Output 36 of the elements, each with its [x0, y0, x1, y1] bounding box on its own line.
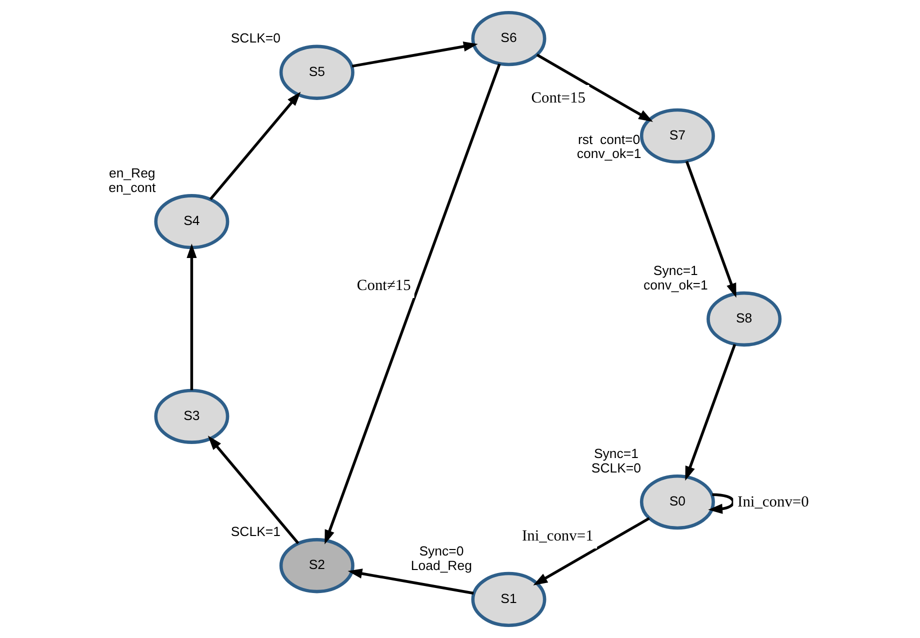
node-ellipse: S4 [154, 194, 229, 250]
node-label: en_Reg [108, 166, 155, 181]
edge-label: Ini_conv=0 [737, 494, 808, 511]
arrow [532, 517, 650, 586]
node-ellipse: S3 [154, 388, 229, 444]
arrow [347, 568, 474, 595]
arrow [208, 92, 300, 200]
node-label: Sync=1 [652, 262, 698, 278]
arrow [684, 344, 736, 481]
node-label: Sync=0 [418, 543, 464, 558]
arrow [186, 244, 196, 390]
edge-label: Cont=15 [530, 89, 585, 106]
node-label: SCLK=1 [230, 524, 280, 539]
node-ellipse: S0 [639, 474, 714, 530]
node-label: Sync=1 [593, 446, 638, 462]
node-label: SCLK=0 [230, 30, 280, 46]
edge-label: Ini_conv=1 [521, 527, 593, 544]
node-label: SCLK=0 [590, 460, 641, 476]
edge-label: Cont≠15 [356, 276, 410, 294]
arrow [324, 64, 500, 544]
node-label: conv_ok=1 [576, 146, 641, 162]
arrow [684, 160, 736, 298]
node-ellipse: S6 [470, 10, 546, 66]
arrow [536, 54, 653, 122]
node-label: Load_Reg [410, 558, 472, 573]
node-ellipse: S8 [706, 291, 782, 347]
node-ellipse: S2 [278, 538, 354, 594]
arrow [207, 436, 299, 544]
arrow [351, 42, 478, 68]
node-label: en_cont [108, 180, 156, 195]
node-ellipse: S5 [278, 44, 354, 100]
node-label: rst cont=0 [577, 132, 640, 147]
node-ellipse: S7 [639, 108, 714, 164]
node-ellipse: S1 [470, 572, 546, 628]
node-label: conv_ok=1 [643, 277, 708, 292]
arrow [708, 493, 734, 514]
